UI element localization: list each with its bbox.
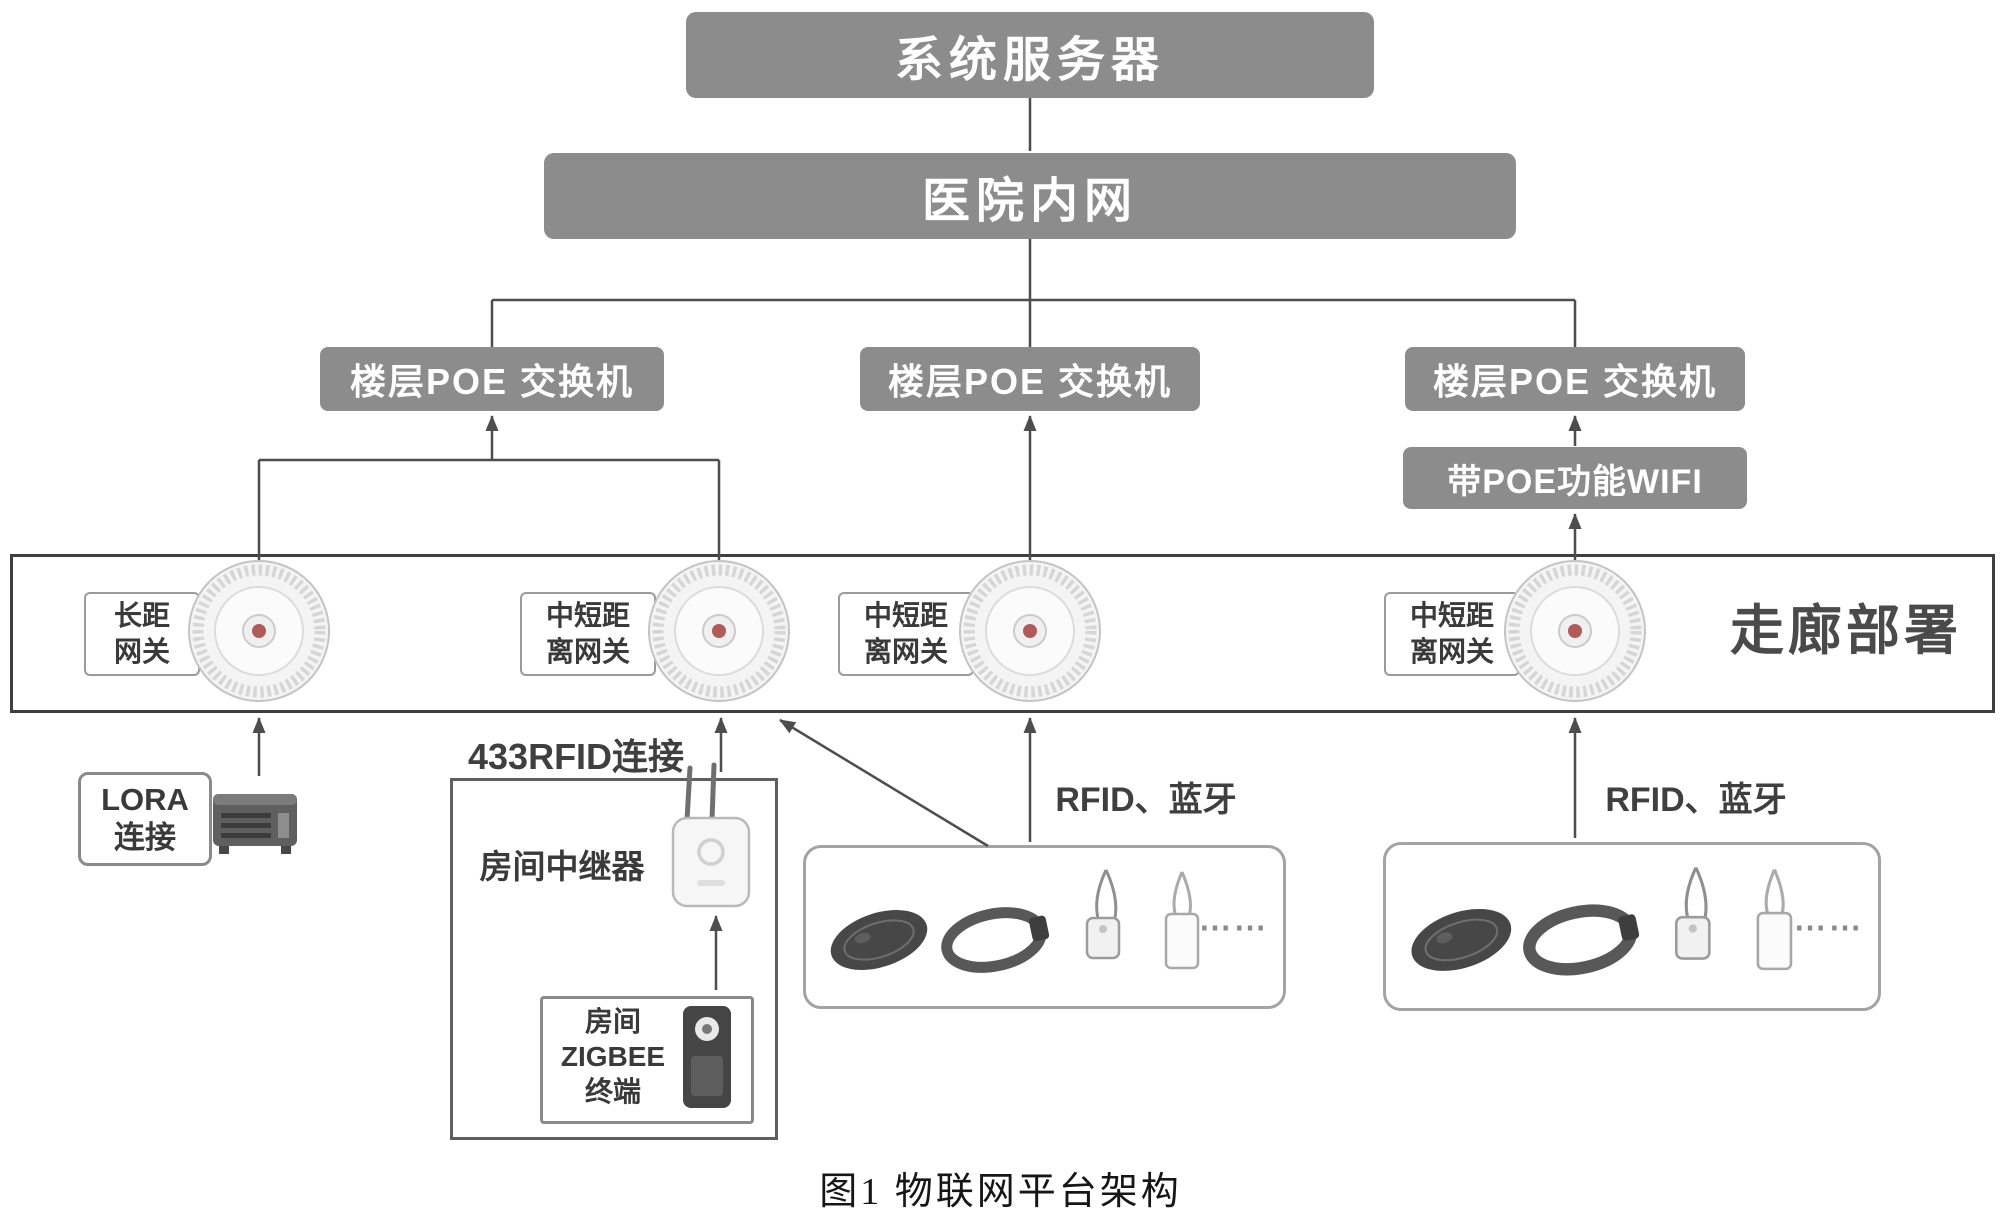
gateway-label-mid-range-1: 中短距 离网关 [520,592,656,676]
gateway-label-line: 中短距 [1409,600,1494,631]
lora-module-icon [213,794,297,854]
zigbee-terminal-icon [683,1006,731,1108]
gateway-label-mid-range-2: 中短距 离网关 [838,592,974,676]
gateway-label-line: 离网关 [863,636,948,667]
node-hospital-intranet-label: 医院内网 [921,175,1138,228]
wristband-icon [941,907,1050,973]
ceiling-ap-icon [188,560,330,702]
lora-label-line: 连接 [114,820,176,855]
arrow-tags-gw2-diagonal [779,718,989,848]
ceiling-ap-icon [959,560,1101,702]
hanging-tag-icon [1085,869,1121,960]
gateway-label-line: 中短距 [863,600,948,631]
rfid-bluetooth-label-right: RFID、蓝牙 [1605,781,1787,819]
node-poe-switch-3-label: 楼层POE 交换机 [1432,361,1718,402]
node-poe-wifi-label: 带POE功能WIFI [1447,462,1703,501]
node-poe-switch-2: 楼层POE 交换机 [860,347,1200,411]
node-poe-wifi: 带POE功能WIFI [1403,447,1747,509]
node-poe-switch-1: 楼层POE 交换机 [320,347,664,411]
gateway-label-line: 网关 [113,636,170,667]
ceiling-ap-icon [648,560,790,702]
zigbee-label-line: ZIGBEE [560,1041,666,1072]
badge-card-icon [1756,869,1793,971]
gateway-label-line: 离网关 [1409,636,1494,667]
keyfob-icon [830,910,928,970]
tag-device-group-middle: ⋯⋯ [803,845,1286,1009]
gateway-label-line: 中短距 [545,600,630,631]
node-poe-switch-1-label: 楼层POE 交换机 [349,361,635,402]
node-poe-switch-3: 楼层POE 交换机 [1405,347,1745,411]
gateway-label-long-range: 长距 网关 [84,592,200,676]
rfid433-connection-label: 433RFID连接 [468,736,685,777]
tag-devices-icons [830,869,1200,973]
tag-device-group-right: ⋯⋯ [1383,842,1881,1011]
figure-caption: 图1 物联网平台架构 [819,1171,1182,1213]
wifi-repeater-icon [671,762,751,908]
ellipsis-more-devices: ⋯⋯ [1794,908,1864,945]
gateway-label-line: 长距 [113,600,170,631]
zigbee-label-line: 终端 [584,1076,641,1107]
room-repeater-label: 房间中继器 [479,848,645,885]
tag-devices-icons [1411,866,1793,976]
corridor-title: 走廊部署 [1730,601,1962,661]
rfid-bluetooth-label-middle: RFID、蓝牙 [1055,781,1237,819]
hanging-tag-icon [1674,866,1711,960]
gateway-label-mid-range-3: 中短距 离网关 [1384,592,1520,676]
node-hospital-intranet: 医院内网 [544,153,1516,239]
ceiling-ap-icon [1504,560,1646,702]
badge-card-icon [1164,871,1200,970]
keyfob-icon [1411,908,1512,971]
node-system-server: 系统服务器 [686,12,1374,98]
ellipsis-more-devices: ⋯⋯ [1199,909,1269,945]
node-system-server-label: 系统服务器 [894,34,1165,87]
room-zigbee-terminal-label: 房间 ZIGBEE 终端 [552,1004,674,1109]
node-poe-switch-2-label: 楼层POE 交换机 [887,361,1173,402]
wristband-icon [1523,904,1640,976]
zigbee-label-line: 房间 [584,1006,641,1037]
lora-label-line: LORA [101,782,189,817]
gateway-label-line: 离网关 [545,636,630,667]
lora-connection-label: LORA 连接 [78,772,212,866]
